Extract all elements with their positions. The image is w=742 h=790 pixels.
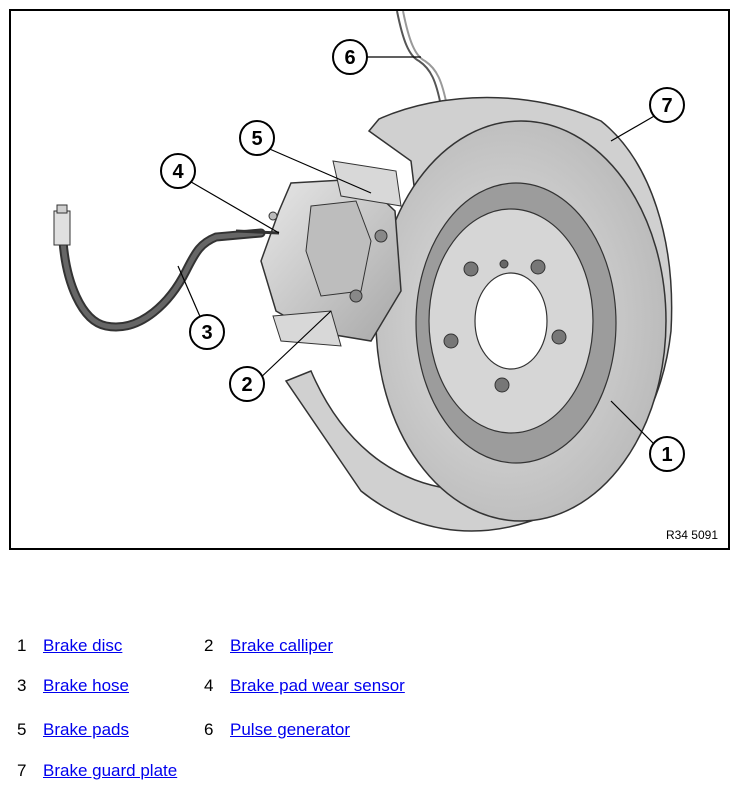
link-brake-guard-plate[interactable]: Brake guard plate [43,761,178,780]
callout-4: 4 [160,153,196,189]
callout-7: 7 [649,87,685,123]
legend-number: 2 [204,636,214,655]
exploded-diagram: 1 2 3 4 5 6 7 R34 5091 [9,9,730,550]
brake-disc [375,120,667,522]
figure-reference-code: R34 5091 [665,528,718,542]
svg-text:6: 6 [344,47,355,69]
brake-calliper [260,178,402,342]
svg-text:1: 1 [661,444,672,466]
callout-5: 5 [239,120,275,156]
link-brake-hose[interactable]: Brake hose [43,676,129,695]
legend-number: 1 [17,636,27,655]
brake-assembly-drawing: 1 2 3 4 5 6 7 [53,11,685,532]
brake-pads [272,160,402,347]
link-brake-pads[interactable]: Brake pads [43,720,129,739]
leader-lines [177,56,665,455]
callout-2: 2 [229,366,265,402]
pulse-generator-wire [396,11,448,107]
link-brake-disc[interactable]: Brake disc [43,636,123,655]
svg-text:2: 2 [241,374,252,396]
svg-text:4: 4 [172,161,184,183]
link-pulse-generator[interactable]: Pulse generator [230,720,351,739]
link-brake-pad-wear-sensor[interactable]: Brake pad wear sensor [230,676,405,695]
legend-number: 5 [17,720,27,739]
legend-number: 6 [204,720,214,739]
callout-3: 3 [189,314,225,350]
legend-number: 3 [17,676,27,695]
svg-text:3: 3 [201,322,212,344]
callout-1: 1 [649,436,685,472]
link-brake-calliper[interactable]: Brake calliper [230,636,333,655]
legend-number: 4 [204,676,214,695]
svg-text:7: 7 [661,95,672,117]
brake-hose [53,204,266,332]
legend-number: 7 [17,761,27,780]
svg-text:5: 5 [251,128,262,150]
brake-pad-wear-sensor [235,211,280,235]
callout-6: 6 [332,39,368,75]
